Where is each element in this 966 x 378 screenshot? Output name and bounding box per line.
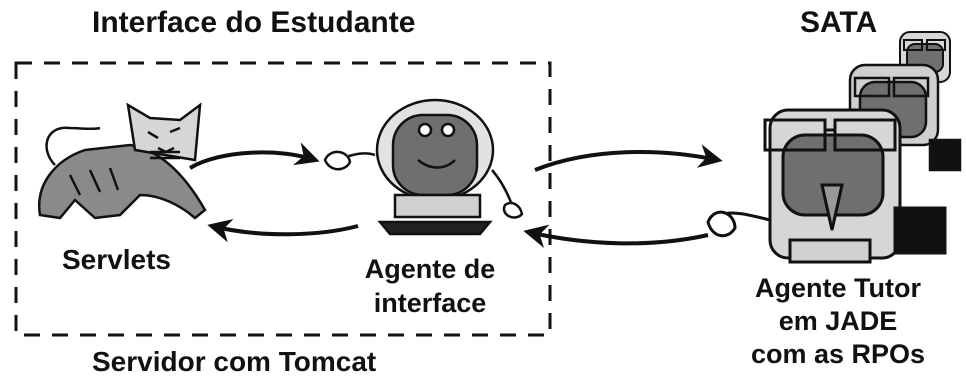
- sata-title: SATA: [800, 6, 878, 39]
- tutor-agent-label: Agente Tutor em JADE com as RPOs: [728, 272, 948, 371]
- interface-agent-label-line1: Agente de: [364, 254, 496, 284]
- tutor-agent-label-line2: em JADE: [778, 306, 898, 336]
- interface-agent-label-line2: interface: [373, 288, 487, 318]
- tutor-agent-label-line1: Agente Tutor: [755, 273, 921, 303]
- server-label: Servidor com Tomcat: [92, 346, 377, 377]
- server-boundary-box: [14, 61, 552, 337]
- interface-agent-label: Agente de interface: [330, 252, 530, 320]
- student-interface-title: Interface do Estudante: [92, 6, 416, 39]
- arrow-agent-to-cat: [207, 219, 359, 243]
- tutor-agent-label-line3: com as RPOs: [750, 339, 926, 369]
- arrow-cat-to-agent: [188, 142, 320, 170]
- servlets-label: Servlets: [62, 244, 171, 275]
- arrow-agent-to-tutor: [534, 144, 723, 172]
- tomcat-cat-icon: [37, 102, 207, 220]
- tutor-agent-icon-front: [706, 108, 947, 264]
- interface-agent-icon: [323, 98, 524, 236]
- arrow-tutor-to-agent: [523, 224, 709, 248]
